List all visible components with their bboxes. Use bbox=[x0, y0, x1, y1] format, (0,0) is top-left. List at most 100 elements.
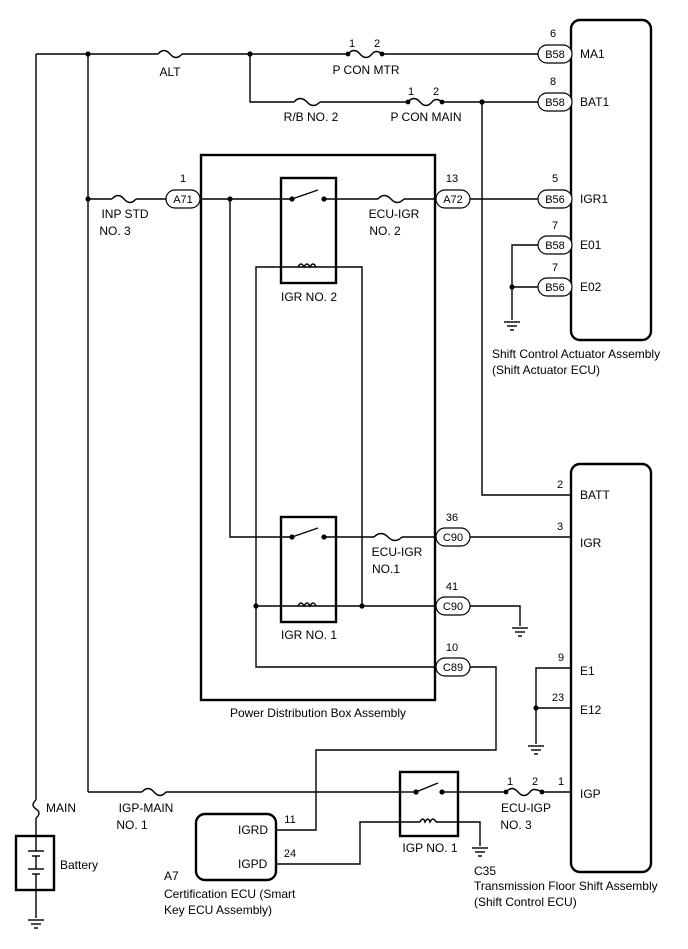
connector-label: A72 bbox=[443, 194, 463, 206]
fuse-label-p-con-main: P CON MAIN bbox=[390, 110, 461, 124]
actuator-caption: Shift Control Actuator Assembly bbox=[492, 347, 660, 361]
relay-label-igr-no2: IGR NO. 2 bbox=[281, 290, 337, 304]
connector-a72 bbox=[435, 189, 471, 209]
connector-a71 bbox=[165, 189, 201, 209]
svg-text:MA1: MA1 bbox=[580, 47, 605, 61]
fuse-label-ecu-igr2-no: NO. 2 bbox=[369, 224, 401, 238]
relay-switch-icon bbox=[415, 782, 439, 793]
fuse-label-ecu-igp: ECU-IGP bbox=[501, 801, 551, 815]
alt-fuse-icon bbox=[157, 49, 183, 59]
battery-label: Battery bbox=[60, 858, 98, 872]
captions: Shift Control Actuator Assembly (Shift A… bbox=[60, 347, 660, 917]
connectors: B58 B58 B56 B58 B56 A71 A72 C90 C90 C89 bbox=[165, 44, 573, 677]
svg-text:10: 10 bbox=[446, 642, 458, 654]
p-con-mtr-fuse-icon bbox=[347, 49, 383, 59]
ground-icon bbox=[472, 847, 488, 857]
connector-label: C90 bbox=[443, 532, 463, 544]
fuse-label-ecu-igp-no: NO. 3 bbox=[500, 818, 532, 832]
connector-b56-igr1 bbox=[537, 189, 573, 209]
svg-text:5: 5 bbox=[552, 173, 558, 185]
svg-text:7: 7 bbox=[552, 262, 558, 274]
svg-text:E1: E1 bbox=[580, 664, 595, 678]
fuse-label-main: MAIN bbox=[46, 801, 76, 815]
floor-ecu-caption-sub: (Shift Control ECU) bbox=[474, 895, 577, 909]
connector-c89 bbox=[435, 657, 471, 677]
battery-symbol bbox=[14, 834, 56, 892]
transmission-floor-shift-box bbox=[569, 462, 653, 874]
inp-std-fuse-icon bbox=[111, 194, 137, 204]
relay-coil-icon bbox=[297, 602, 317, 608]
svg-text:24: 24 bbox=[284, 848, 296, 860]
fuse-labels: ALT P CON MTR R/B NO. 2 P CON MAIN INP S… bbox=[46, 63, 551, 832]
relay-coil-icon bbox=[297, 263, 317, 269]
svg-text:IGR1: IGR1 bbox=[580, 192, 608, 206]
svg-text:11: 11 bbox=[284, 814, 295, 826]
p-con-main-fuse-icon bbox=[407, 97, 443, 107]
svg-text:IGPD: IGPD bbox=[238, 857, 268, 871]
igp-no1-relay bbox=[398, 770, 460, 838]
svg-text:BAT1: BAT1 bbox=[580, 95, 609, 109]
power-distribution-box bbox=[199, 153, 437, 702]
connector-label: A71 bbox=[173, 194, 193, 206]
terminal-names: MA1 BAT1 IGR1 E01 E02 BATT IGR E1 E12 IG… bbox=[238, 47, 610, 871]
pin-numbers: 1 2 1 2 6 8 5 7 7 1 13 36 41 10 2 3 9 23… bbox=[180, 28, 564, 860]
ecu-igr2-fuse-icon bbox=[377, 194, 405, 204]
fuse-label-alt: ALT bbox=[159, 65, 181, 79]
svg-text:2: 2 bbox=[433, 86, 439, 98]
fuse-label-igp-main: IGP-MAIN bbox=[119, 801, 174, 815]
svg-text:1: 1 bbox=[507, 776, 513, 788]
svg-text:IGP: IGP bbox=[580, 787, 601, 801]
cert-ecu-caption-sub: Key ECU Assembly) bbox=[164, 903, 272, 917]
svg-text:1: 1 bbox=[180, 173, 186, 185]
svg-text:E12: E12 bbox=[580, 703, 602, 717]
svg-text:8: 8 bbox=[550, 76, 556, 88]
svg-text:IGR: IGR bbox=[580, 536, 602, 550]
ground-icon bbox=[528, 745, 544, 755]
relay-label-igr-no1: IGR NO. 1 bbox=[281, 628, 337, 642]
fuse-label-rb-no2: R/B NO. 2 bbox=[284, 110, 339, 124]
connector-b58-ma1 bbox=[537, 44, 573, 64]
svg-text:1: 1 bbox=[349, 38, 355, 50]
svg-text:2: 2 bbox=[557, 479, 563, 491]
fuse-label-ecu-igr1: ECU-IGR bbox=[372, 545, 423, 559]
rb-no2-fuse-icon bbox=[293, 97, 321, 107]
fuse-label-inp-std-no: NO. 3 bbox=[99, 224, 131, 238]
connector-b58-e01 bbox=[537, 235, 573, 255]
cert-ecu-caption: Certification ECU (Smart bbox=[164, 887, 296, 901]
svg-text:41: 41 bbox=[446, 581, 458, 593]
svg-text:IGRD: IGRD bbox=[238, 823, 268, 837]
connector-label: B56 bbox=[545, 282, 565, 294]
floor-ecu-code: C35 bbox=[474, 864, 496, 878]
relay-label-igp-no1: IGP NO. 1 bbox=[402, 841, 457, 855]
svg-text:E02: E02 bbox=[580, 280, 602, 294]
fuse-label-inp-std: INP STD bbox=[101, 207, 148, 221]
ecu-igp-fuse-icon bbox=[505, 787, 543, 797]
svg-text:36: 36 bbox=[446, 512, 458, 524]
pdb-caption: Power Distribution Box Assembly bbox=[230, 706, 406, 720]
svg-text:13: 13 bbox=[446, 173, 458, 185]
fuse-label-ecu-igr1-no: NO.1 bbox=[372, 562, 400, 576]
igr-no2-relay bbox=[279, 176, 338, 285]
relay-coil-icon bbox=[419, 818, 437, 824]
svg-text:7: 7 bbox=[552, 220, 558, 232]
igr-no1-relay bbox=[279, 515, 338, 624]
ground-icon bbox=[504, 321, 520, 331]
main-fuse-icon bbox=[32, 799, 40, 819]
fuse-symbols bbox=[32, 49, 545, 819]
junctions bbox=[85, 51, 539, 711]
svg-text:9: 9 bbox=[558, 652, 564, 664]
wires bbox=[35, 53, 571, 918]
connector-label: B58 bbox=[545, 97, 565, 109]
svg-text:2: 2 bbox=[532, 776, 538, 788]
fuse-label-p-con-mtr: P CON MTR bbox=[332, 63, 399, 77]
connector-label: C89 bbox=[443, 662, 463, 674]
certification-ecu-box bbox=[194, 812, 278, 882]
svg-text:1: 1 bbox=[558, 776, 564, 788]
connector-label: B56 bbox=[545, 194, 565, 206]
connector-label: B58 bbox=[545, 49, 565, 61]
ecu-igr1-fuse-icon bbox=[373, 532, 403, 542]
svg-text:BATT: BATT bbox=[580, 488, 610, 502]
ground-icon bbox=[512, 627, 528, 637]
connector-c90-36 bbox=[435, 527, 471, 547]
